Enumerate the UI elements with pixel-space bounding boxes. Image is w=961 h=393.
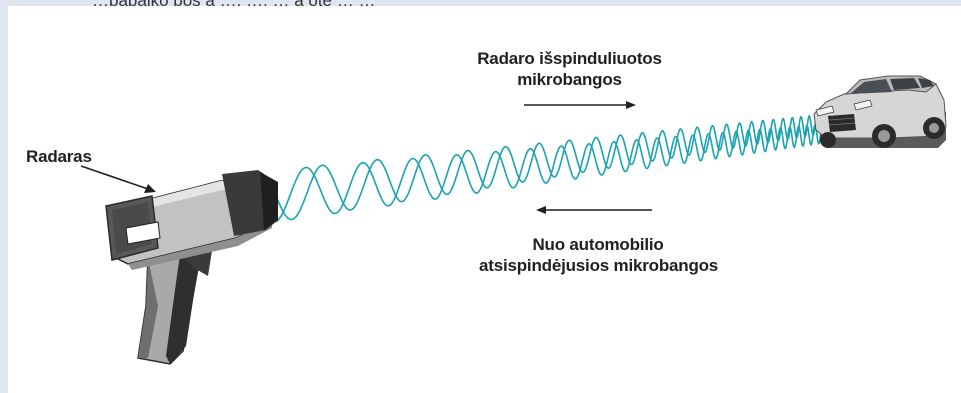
radar-pointer-arrow: [80, 165, 156, 193]
radar-diagram-svg: [80, 75, 947, 365]
clipped-top-text: …pabaiko pos a …, …, … a ote … …: [0, 0, 961, 9]
emitted-label-line1: Radaro išspinduliuotos: [477, 49, 662, 68]
emitted-direction-arrow: [524, 101, 636, 109]
emitted-microwave: [275, 112, 839, 221]
reflected-waves-label: Nuo automobilio atsispindėjusios mikroba…: [479, 234, 719, 276]
diagram-panel: Radaras Radaro išspinduliuotos mikrobang…: [8, 6, 961, 393]
reflected-label-line2: atsispindėjusios mikrobangos: [479, 256, 719, 275]
radar-gun-icon: [105, 170, 278, 365]
car-icon: [813, 75, 947, 148]
reflected-direction-arrow: [536, 206, 652, 214]
reflected-microwave: [275, 122, 839, 223]
emitted-waves-label: Radaro išspinduliuotos mikrobangos: [477, 48, 662, 90]
radar-label: Radaras: [26, 147, 92, 166]
reflected-label-line1: Nuo automobilio: [532, 235, 664, 254]
emitted-label-line2: mikrobangos: [517, 70, 622, 89]
